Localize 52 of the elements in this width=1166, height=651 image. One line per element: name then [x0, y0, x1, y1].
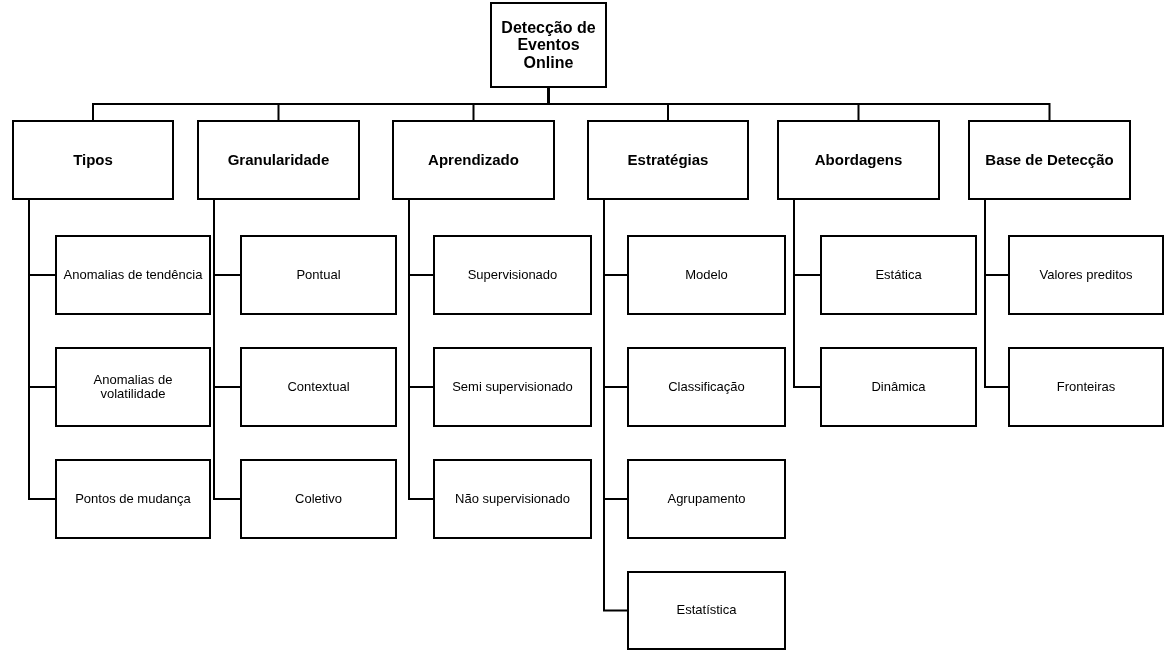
box-label: Estatística	[676, 603, 737, 618]
subcategory-box	[627, 459, 786, 539]
box-label: Coletivo	[295, 491, 342, 507]
subcategory-box	[240, 235, 397, 315]
box-label: Granularidade	[227, 151, 330, 169]
box-label: Abordagens	[814, 151, 903, 169]
category-box	[777, 120, 940, 200]
category-box	[968, 120, 1131, 200]
box-label: Anomalias de volatilidade	[92, 372, 174, 402]
subcategory-box	[433, 347, 592, 427]
subcategory-box	[433, 235, 592, 315]
root-box	[490, 2, 607, 88]
subcategory-box	[820, 347, 977, 427]
connector-line	[28, 199, 56, 500]
box-label: Aprendizado	[428, 151, 519, 169]
box-label: Pontos de mudança	[75, 491, 191, 507]
subcategory-box	[820, 235, 977, 315]
box-label: Fronteiras	[1056, 379, 1116, 395]
subcategory-box	[1008, 347, 1164, 427]
box-label: Estratégias	[627, 151, 709, 169]
box-label: Detecção de Eventos Online	[500, 18, 597, 72]
box-label: Não supervisionado	[455, 491, 570, 507]
connector-line	[793, 199, 821, 388]
box-label: Tipos	[73, 151, 113, 169]
box-label: Dinâmica	[871, 379, 926, 395]
box-label: Supervisionado	[467, 267, 558, 283]
subcategory-box	[55, 235, 211, 315]
category-box	[12, 120, 174, 200]
subcategory-box	[627, 235, 786, 315]
box-label: Contextual	[287, 379, 350, 395]
subcategory-box	[627, 571, 786, 650]
subcategory-box	[1008, 235, 1164, 315]
subcategory-box	[55, 347, 211, 427]
box-label: Anomalias de tendência	[63, 267, 203, 283]
box-label: Pontual	[296, 267, 341, 283]
subcategory-box	[55, 459, 211, 539]
subcategory-box	[240, 459, 397, 539]
category-box	[197, 120, 360, 200]
box-label: Estática	[875, 267, 922, 283]
box-label: Valores preditos	[1039, 267, 1133, 283]
subcategory-box	[627, 347, 786, 427]
category-box	[392, 120, 555, 200]
subcategory-box	[240, 347, 397, 427]
box-label: Agrupamento	[667, 491, 746, 507]
connector-line	[984, 199, 1009, 388]
box-label: Modelo	[685, 267, 728, 283]
connector-line	[408, 199, 434, 500]
category-box	[587, 120, 749, 200]
box-label: Base de Detecção	[985, 151, 1114, 169]
subcategory-box	[433, 459, 592, 539]
box-label: Semi supervisionado	[452, 379, 573, 395]
box-label: Classificação	[668, 379, 745, 395]
